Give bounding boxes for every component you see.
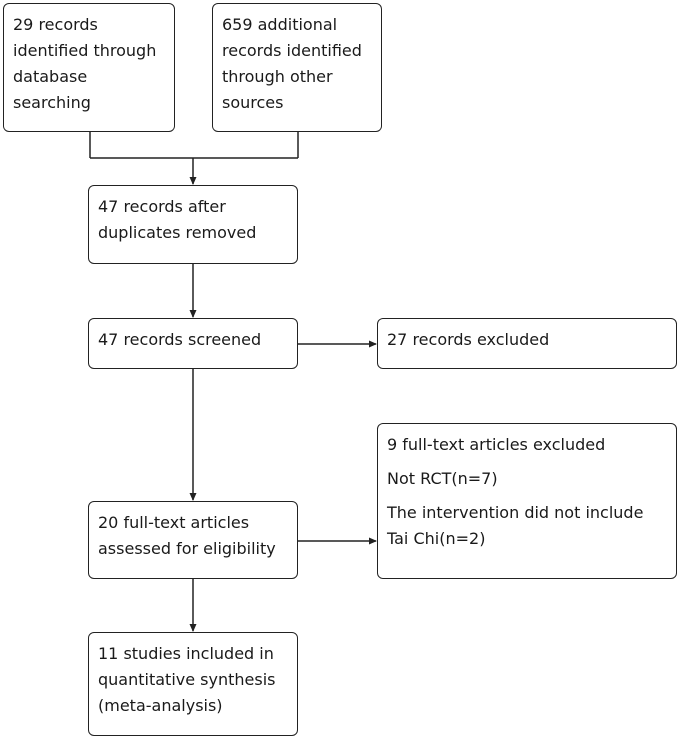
db-search-line-2: identified through [13,41,157,60]
other-sources-line-2: records identified [222,41,362,60]
after-duplicates-line-1: 47 records after [98,197,226,216]
screened-box: 47 records screened [88,318,298,369]
other-sources-line-1: 659 additional [222,15,338,34]
fulltext-excluded-reason-2-line-1: The intervention did not include [387,503,644,522]
other-sources-box: 659 additional records identified throug… [212,3,382,132]
db-search-box: 29 records identified through database s… [3,3,175,132]
included-line-2: quantitative synthesis [98,670,276,689]
db-search-line-1: 29 records [13,15,98,34]
included-line-3: (meta-analysis) [98,696,223,715]
db-search-line-4: searching [13,93,91,112]
included-line-1: 11 studies included in [98,644,274,663]
fulltext-excluded-reason-1: Not RCT(n=7) [387,469,498,488]
excluded-records-box: 27 records excluded [377,318,677,369]
fulltext-assessed-line-2: assessed for eligibility [98,539,276,558]
included-box: 11 studies included in quantitative synt… [88,632,298,736]
fulltext-excluded-title: 9 full-text articles excluded [387,435,606,454]
other-sources-line-4: sources [222,93,284,112]
screened-line-1: 47 records screened [98,330,262,349]
fulltext-excluded-reason-2-line-2: Tai Chi(n=2) [387,529,486,548]
fulltext-excluded-box: 9 full-text articles excluded Not RCT(n=… [377,423,677,579]
fulltext-assessed-line-1: 20 full-text articles [98,513,250,532]
other-sources-line-3: through other [222,67,333,86]
after-duplicates-box: 47 records after duplicates removed [88,185,298,264]
fulltext-assessed-box: 20 full-text articles assessed for eligi… [88,501,298,579]
db-search-line-3: database [13,67,88,86]
excluded-records-line-1: 27 records excluded [387,330,550,349]
after-duplicates-line-2: duplicates removed [98,223,257,242]
